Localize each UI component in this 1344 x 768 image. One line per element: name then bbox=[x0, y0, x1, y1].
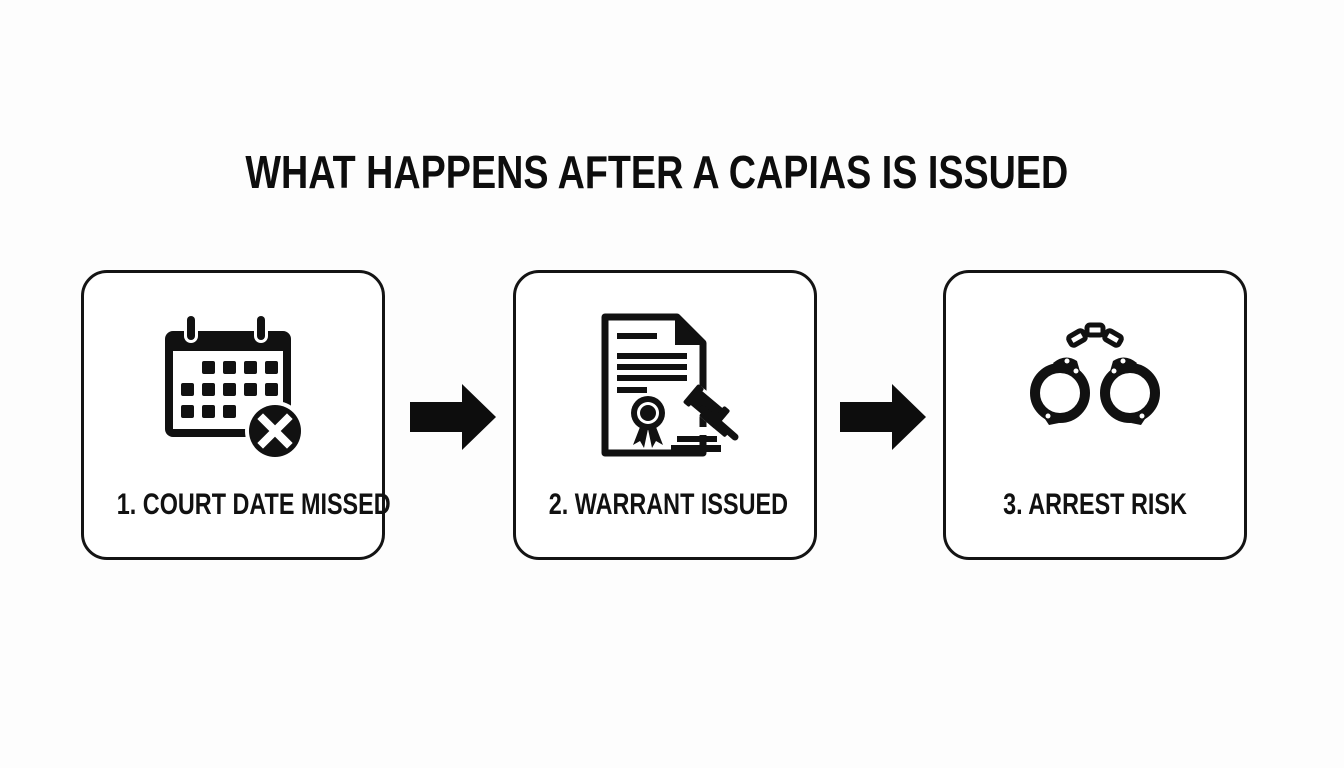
arrow-right-icon bbox=[840, 384, 926, 450]
document-gavel-icon bbox=[585, 303, 745, 463]
step-label: 2. WARRANT ISSUED bbox=[548, 488, 789, 521]
handcuffs-icon bbox=[1015, 303, 1175, 463]
step-label: 3. ARREST RISK bbox=[1003, 488, 1187, 521]
step-label: 1. COURT DATE MISSED bbox=[116, 488, 391, 521]
step-card-court-date-missed: 1. COURT DATE MISSED bbox=[81, 270, 391, 560]
step-card-warrant-issued: 2. WARRANT ISSUED bbox=[513, 270, 817, 560]
step-card-arrest-risk: 3. ARREST RISK bbox=[943, 270, 1247, 560]
arrow-right-icon bbox=[410, 384, 496, 450]
page-title: WHAT HAPPENS AFTER A CAPIAS IS ISSUED bbox=[245, 146, 1069, 198]
calendar-x-icon bbox=[153, 303, 313, 463]
